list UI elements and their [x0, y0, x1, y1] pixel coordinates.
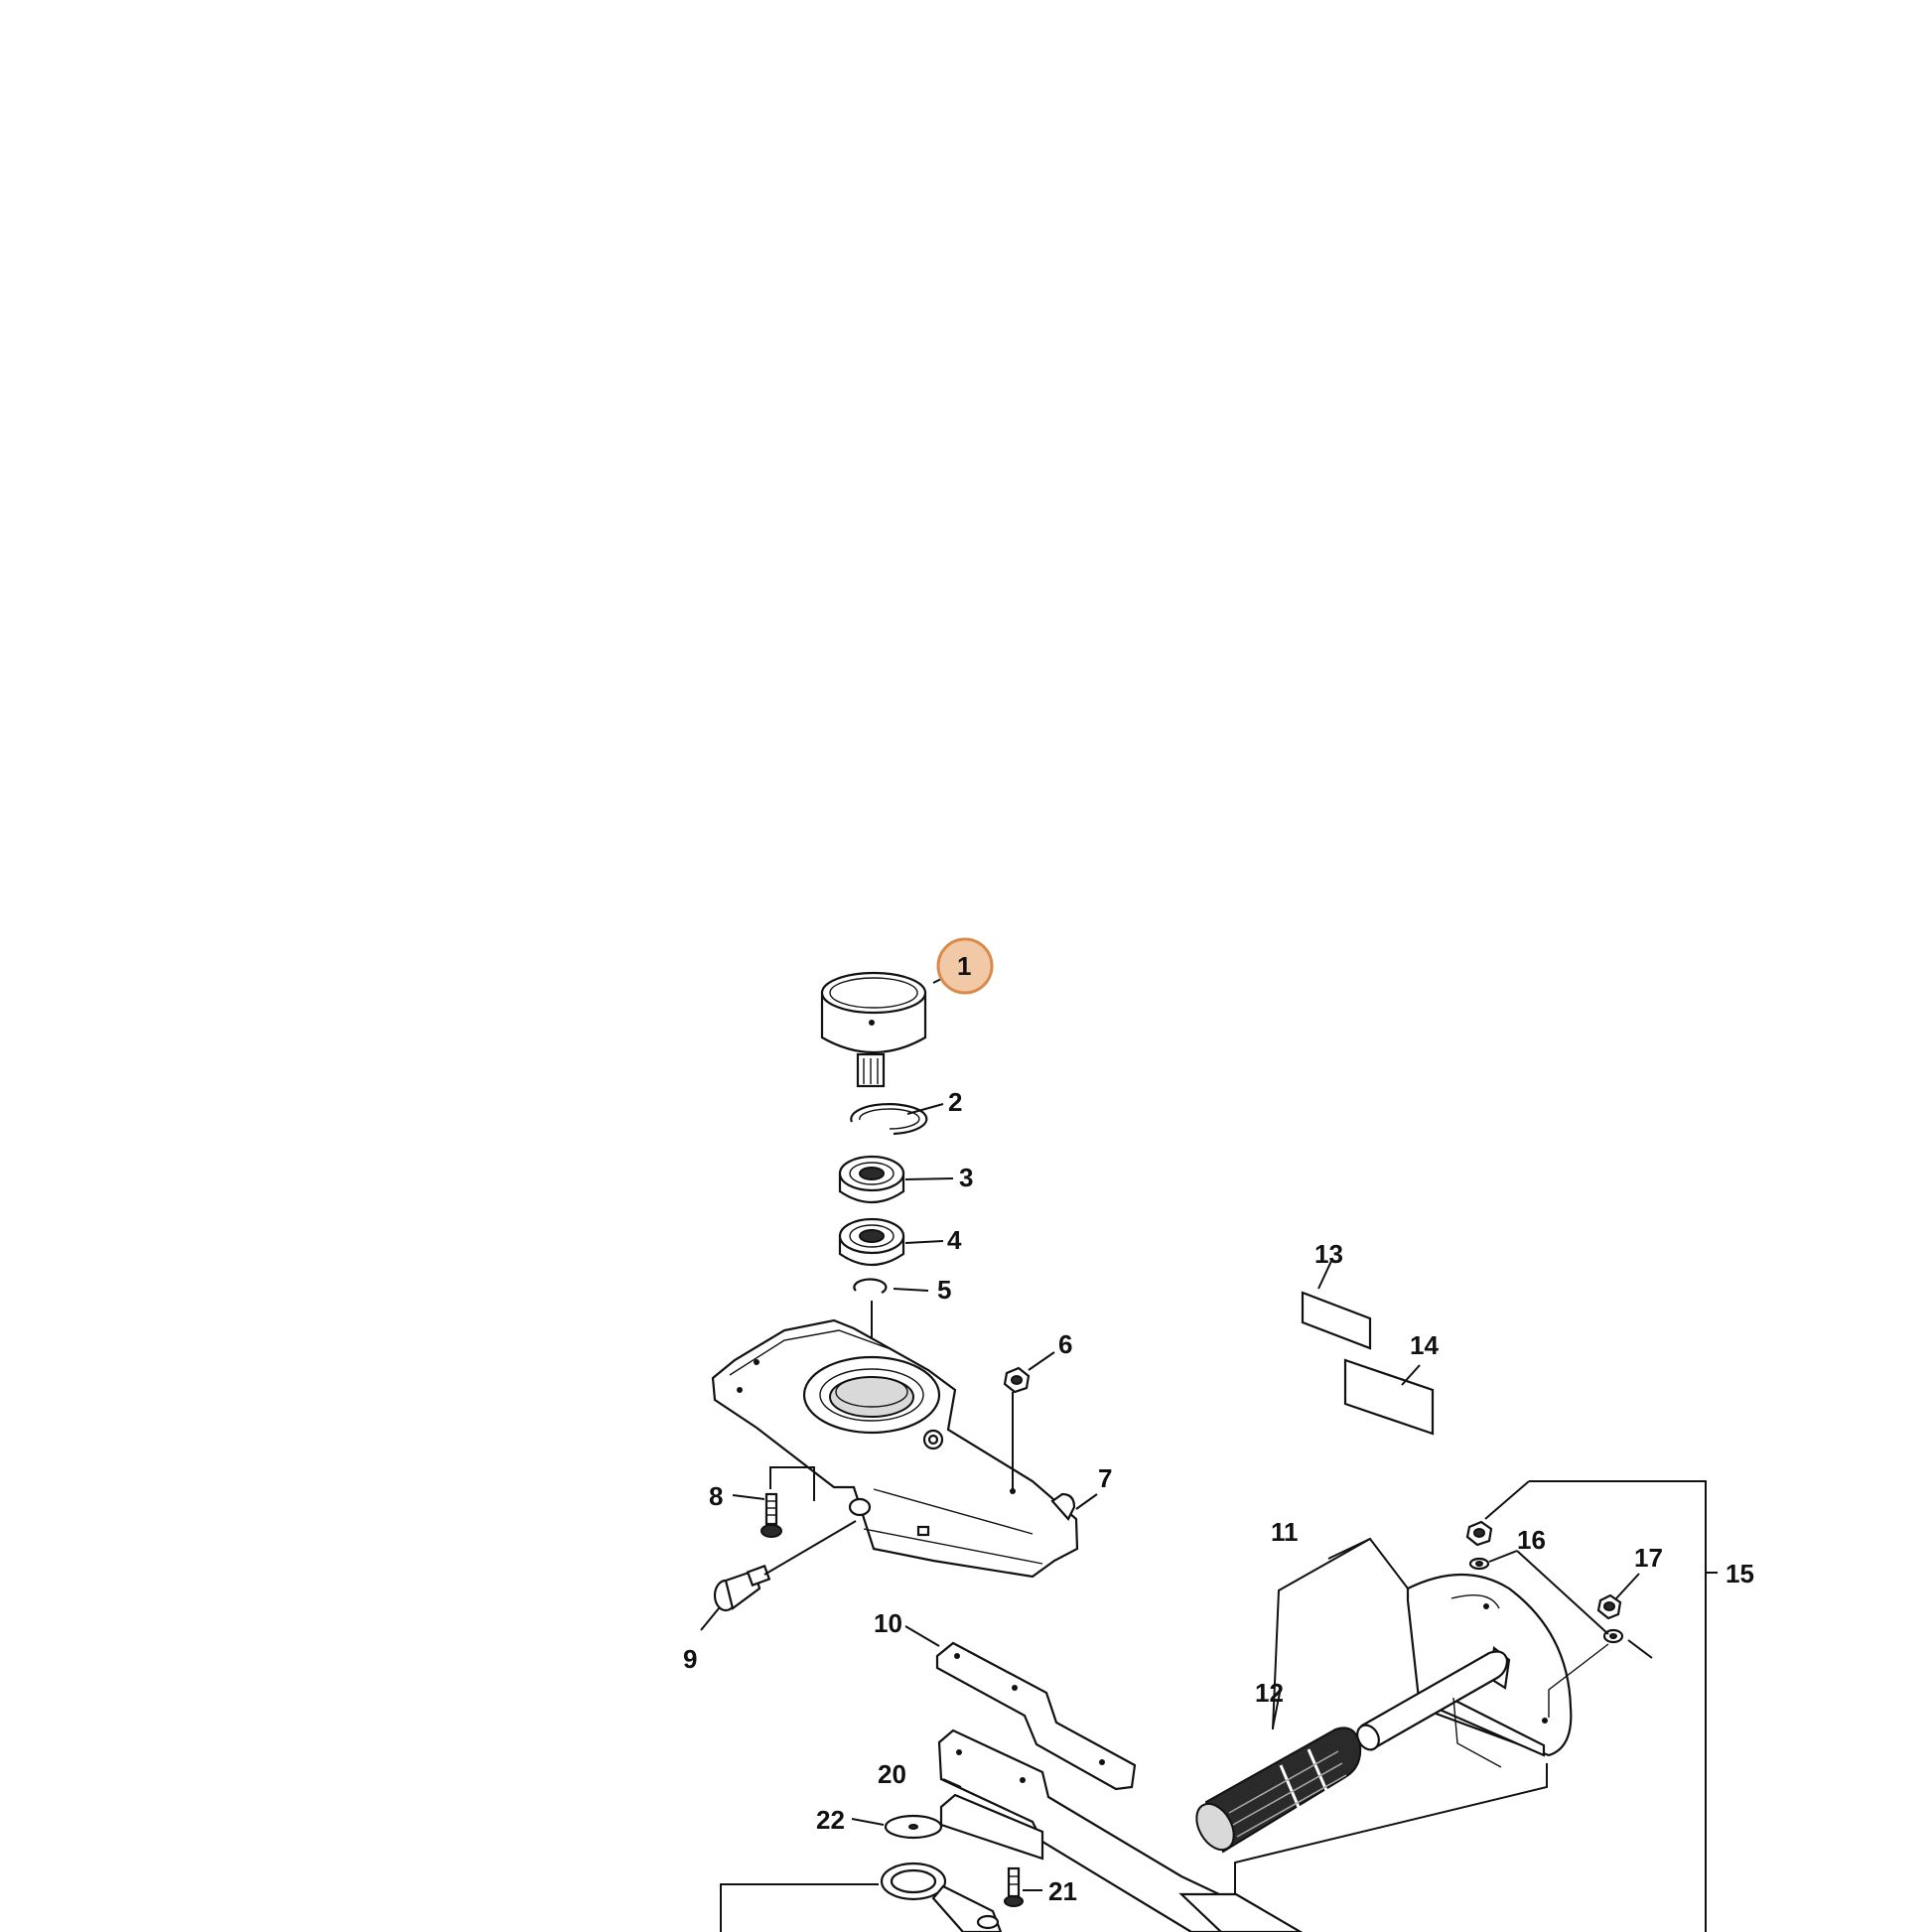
callout-5[interactable]: 5: [937, 1275, 951, 1305]
part-13-label[interactable]: [1301, 1291, 1372, 1350]
callout-21[interactable]: 21: [1048, 1876, 1077, 1906]
guard-shaft[interactable]: [1353, 1650, 1509, 1768]
callout-16[interactable]: 16: [1517, 1525, 1546, 1555]
part-5-small-circlip[interactable]: [853, 1278, 888, 1294]
callout-17[interactable]: 17: [1634, 1543, 1663, 1573]
lever-arm[interactable]: [880, 1862, 1003, 1932]
part-9-screw-plug[interactable]: [713, 1564, 771, 1612]
part-12-grip[interactable]: [1189, 1726, 1362, 1856]
callout-22[interactable]: 22: [816, 1805, 845, 1835]
part-16-nut-washer[interactable]: [1465, 1520, 1493, 1571]
callout-1[interactable]: 1: [957, 951, 971, 981]
part-1-clutch-drum[interactable]: [820, 971, 927, 1088]
callout-6[interactable]: 6: [1058, 1329, 1072, 1359]
callout-7[interactable]: 7: [1098, 1463, 1112, 1493]
part-7-gear-housing[interactable]: [711, 1318, 1079, 1579]
callout-2[interactable]: 2: [948, 1087, 962, 1117]
part-21-screw[interactable]: [1004, 1866, 1024, 1907]
callout-13[interactable]: 13: [1314, 1239, 1343, 1269]
callout-4[interactable]: 4: [947, 1225, 962, 1255]
part-17-nut-washer[interactable]: [1596, 1593, 1624, 1644]
part-22-washer[interactable]: [884, 1814, 943, 1840]
callout-12[interactable]: 12: [1255, 1678, 1284, 1708]
highlight-marker-1[interactable]: [936, 937, 994, 995]
part-10-blade[interactable]: [935, 1641, 1137, 1791]
callout-3[interactable]: 3: [959, 1163, 973, 1192]
part-4-bearing[interactable]: [838, 1217, 905, 1266]
callout-14[interactable]: 14: [1410, 1330, 1439, 1360]
part-8-screw[interactable]: [760, 1492, 782, 1538]
callout-9[interactable]: 9: [683, 1644, 697, 1674]
part-2-circlip[interactable]: [850, 1103, 928, 1136]
callout-15[interactable]: 15: [1725, 1559, 1754, 1588]
callout-10[interactable]: 10: [874, 1608, 902, 1638]
callout-8[interactable]: 8: [709, 1481, 723, 1511]
part-3-bearing[interactable]: [838, 1155, 905, 1203]
part-6-nut[interactable]: [1003, 1366, 1031, 1394]
callout-11[interactable]: 11: [1271, 1517, 1299, 1547]
callout-20[interactable]: 20: [878, 1759, 906, 1789]
part-14-label[interactable]: [1343, 1358, 1435, 1436]
